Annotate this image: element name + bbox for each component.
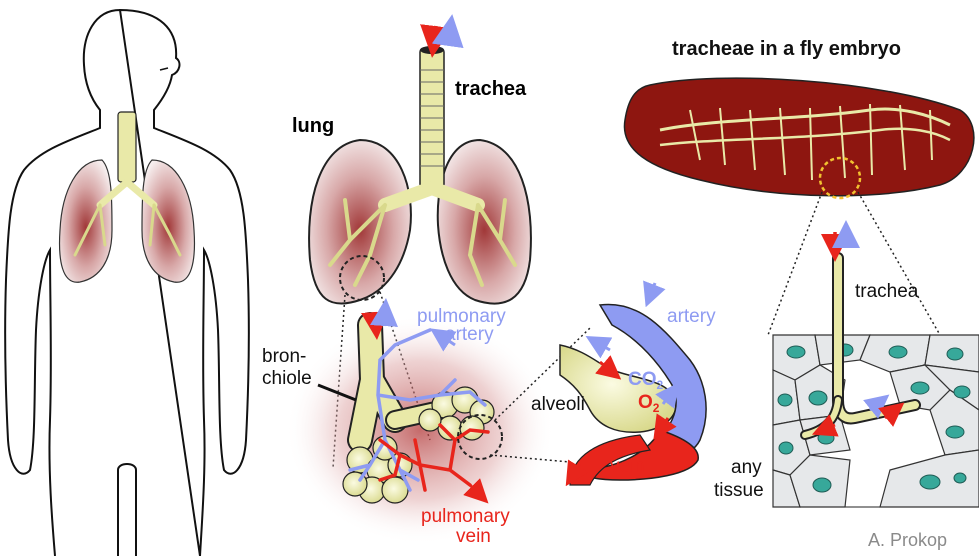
pulmonary-vein-label-1: pulmonary	[421, 506, 510, 527]
co2-main: CO	[628, 369, 657, 390]
tissue-panel	[773, 335, 979, 507]
fly-trachea-label: trachea	[855, 281, 919, 302]
air-arrows-top	[434, 26, 450, 44]
co2-label: CO2	[628, 369, 664, 392]
bronchiole-label-2: chiole	[262, 368, 312, 389]
lung-label: lung	[292, 115, 334, 137]
fly-title: tracheae in a fly embryo	[672, 38, 901, 60]
bronchiole-label-1: bron-	[262, 346, 306, 367]
artery-label: artery	[667, 306, 716, 327]
trachea-label: trachea	[455, 78, 527, 100]
alveoli-label: alveoli	[531, 394, 585, 415]
fly-embryo	[624, 78, 973, 196]
human-body-outline	[5, 10, 249, 556]
o2-main: O	[638, 392, 653, 413]
pulmonary-vein-label-2: vein	[456, 526, 491, 547]
pulmonary-artery-label-2: artery	[445, 324, 494, 345]
vein-label: vein	[610, 456, 645, 477]
credit-label: A. Prokop	[868, 530, 947, 550]
o2-sub: 2	[653, 401, 660, 415]
co2-sub: 2	[657, 378, 664, 392]
tissue-label: tissue	[714, 480, 764, 501]
bronchiole-glow	[285, 315, 555, 545]
any-label: any	[731, 457, 762, 478]
